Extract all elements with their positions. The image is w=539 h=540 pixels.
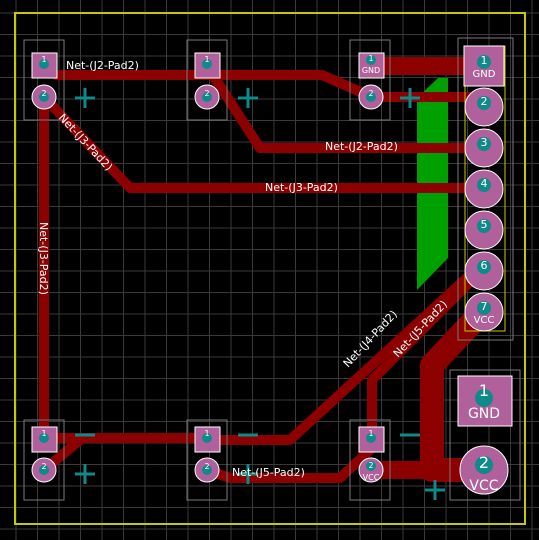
drill-hole	[39, 92, 49, 102]
connector-j6[interactable]: 1 2	[23, 419, 65, 501]
drill-hole	[39, 433, 49, 443]
pin-number: 1	[41, 429, 46, 438]
drill-hole	[477, 219, 491, 233]
trace-j3-diagonal	[39, 92, 489, 193]
pin-number: 1	[481, 54, 488, 67]
drill-hole	[477, 55, 491, 69]
gnd-label: GND	[362, 66, 380, 75]
courtyard	[449, 369, 521, 501]
vcc-label: VCC	[363, 473, 380, 482]
connector-j3[interactable]: 1 GND 2	[349, 39, 391, 121]
net-label-j3-vertical: Net-(J3-Pad2)	[37, 222, 50, 295]
drill-hole	[366, 92, 376, 102]
pin-number: 5	[481, 218, 488, 231]
drill-hole	[39, 59, 49, 69]
pin-number: 2	[41, 462, 46, 471]
pin-number: 1	[204, 55, 209, 64]
header-pin-6[interactable]: 6	[464, 251, 504, 291]
plus-marker	[238, 464, 258, 484]
plus-marker	[400, 88, 420, 108]
board-outline	[14, 12, 526, 525]
drill-hole	[477, 260, 491, 274]
pin-number: 2	[204, 89, 209, 98]
header-pin-4[interactable]: 4	[464, 169, 504, 209]
pin-number: 1	[41, 55, 46, 64]
header-pin-5[interactable]: 5	[464, 210, 504, 250]
pin-number: 2	[368, 89, 373, 98]
pin-number: 1	[368, 429, 373, 438]
courtyard	[457, 37, 514, 341]
pin-number: 1	[368, 54, 373, 63]
drill-hole	[477, 178, 491, 192]
header-pin-2[interactable]: 2	[464, 87, 504, 127]
plus-marker	[238, 88, 258, 108]
drill-hole	[477, 96, 491, 110]
courtyard	[349, 39, 391, 121]
pin-number: 2	[479, 453, 489, 472]
courtyard	[349, 419, 391, 501]
pin-net-name: GND	[468, 406, 500, 422]
connector-j1[interactable]: 1 2	[23, 39, 65, 121]
pad-square	[194, 426, 221, 453]
net-label-j5-bottom: Net-(J5-Pad2)	[232, 466, 305, 479]
power-connector[interactable]: 1 GND 2 VCC	[449, 369, 521, 501]
drill-hole	[477, 137, 491, 151]
pin-net-name: GND	[473, 69, 496, 80]
pin-number: 1	[479, 381, 489, 400]
pin-net-name: VCC	[469, 478, 498, 494]
connector-j2[interactable]: 1 2	[186, 39, 228, 121]
net-label-j3-horizontal: Net-(J3-Pad2)	[265, 181, 338, 194]
pin-number: 2	[41, 89, 46, 98]
pin-number: 3	[481, 136, 488, 149]
plus-marker	[75, 88, 95, 108]
drill-hole	[475, 456, 493, 474]
plus-marker	[75, 464, 95, 484]
drill-hole	[202, 59, 212, 69]
connector-j8[interactable]: 1 2 VCC	[349, 419, 391, 501]
pin-number: 2	[481, 95, 488, 108]
trace-bottom-left	[39, 433, 212, 445]
net-label-top: Net-(J2-Pad2)	[66, 59, 139, 72]
net-label-middle: Net-(J2-Pad2)	[325, 140, 398, 153]
pin-number: 2	[368, 461, 373, 470]
trace-j4-diagonal	[202, 257, 489, 445]
header-pin-3[interactable]: 3	[464, 128, 504, 168]
drill-hole	[477, 301, 491, 315]
drill-hole	[366, 461, 376, 471]
pin-number: 2	[204, 462, 209, 471]
drill-hole	[39, 465, 49, 475]
pin-number: 6	[481, 259, 488, 272]
courtyard	[23, 39, 65, 121]
drill-hole	[366, 433, 376, 443]
drill-hole	[202, 465, 212, 475]
connector-j7[interactable]: 1 2	[186, 419, 228, 501]
courtyard	[186, 419, 228, 501]
courtyard	[23, 419, 65, 501]
pin-number: 4	[481, 177, 488, 190]
drill-hole	[366, 55, 376, 65]
pad-square	[194, 52, 221, 79]
drill-hole	[202, 92, 212, 102]
pin-net-name: VCC	[474, 315, 495, 326]
courtyard	[186, 39, 228, 121]
pin-number: 1	[204, 429, 209, 438]
drill-hole	[202, 433, 212, 443]
plus-marker	[425, 480, 445, 500]
pin-number: 7	[481, 300, 488, 313]
pad-square	[358, 52, 385, 79]
drill-hole	[475, 389, 493, 407]
trace-middle-net	[202, 61, 489, 153]
